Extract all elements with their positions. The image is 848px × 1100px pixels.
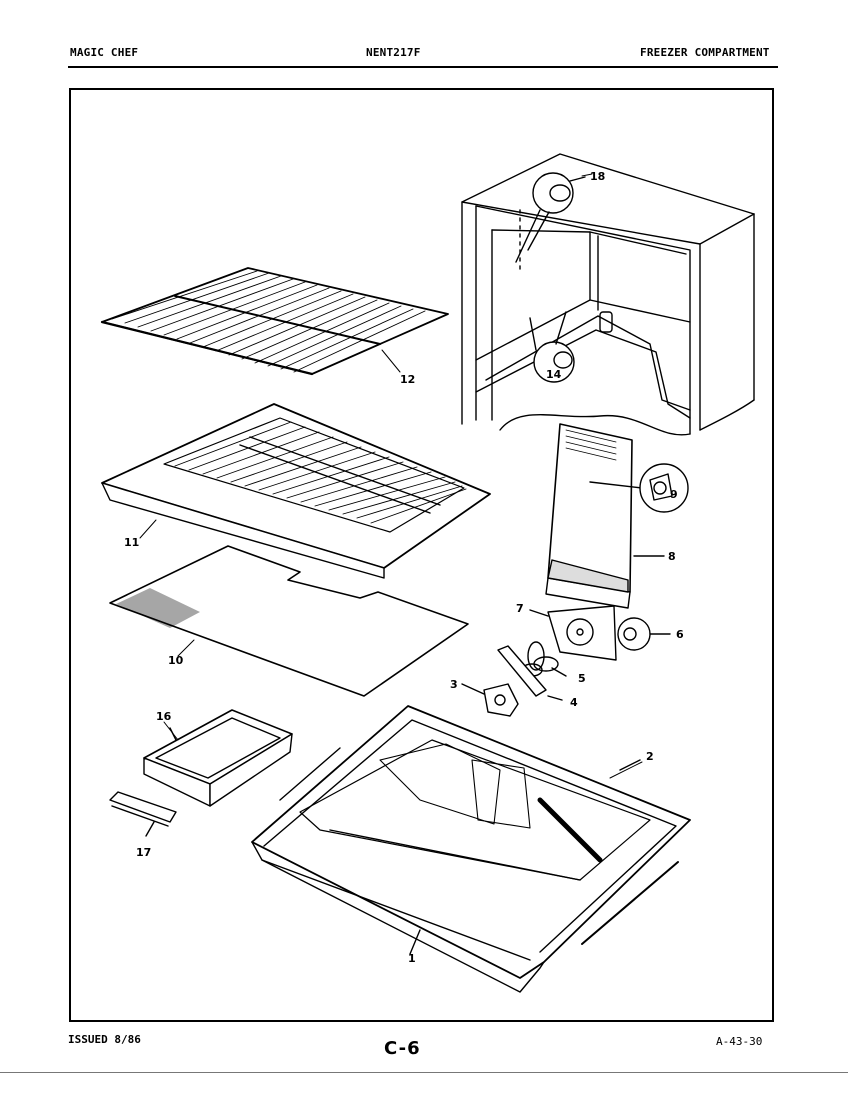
freezer-shelf-part-11 bbox=[101, 403, 491, 579]
callout-9: 9 bbox=[670, 488, 678, 501]
freezer-liner-part-2 bbox=[251, 705, 691, 979]
fan-motor-part-3 bbox=[461, 683, 519, 717]
cabinet-outline bbox=[461, 153, 755, 436]
air-duct-part-8 bbox=[545, 423, 665, 609]
document-code: A-43-30 bbox=[716, 1035, 763, 1048]
callout-10: 10 bbox=[168, 654, 184, 667]
callout-leaders bbox=[139, 173, 643, 779]
callout-2: 2 bbox=[646, 750, 654, 763]
bottom-rule bbox=[0, 1072, 848, 1073]
callout-5: 5 bbox=[578, 672, 586, 685]
callout-11: 11 bbox=[124, 536, 139, 549]
grommet-part-6 bbox=[617, 617, 671, 651]
motor-bracket-part-4 bbox=[497, 645, 563, 701]
diagram-frame bbox=[69, 88, 774, 1022]
callout-6: 6 bbox=[676, 628, 684, 641]
page-number: C-6 bbox=[384, 1038, 421, 1059]
wire-shelf-part-12 bbox=[100, 267, 449, 376]
ice-tray-part-16 bbox=[143, 709, 293, 807]
callout-3: 3 bbox=[450, 678, 458, 691]
section-label: FREEZER COMPARTMENT bbox=[640, 46, 770, 59]
header-rule bbox=[68, 66, 778, 68]
callout-12: 12 bbox=[400, 373, 415, 386]
light-socket-part-14 bbox=[529, 311, 575, 383]
base-pan-part-1 bbox=[251, 841, 545, 993]
callout-17: 17 bbox=[136, 846, 151, 859]
callout-4: 4 bbox=[570, 696, 578, 709]
fan-bracket-part-7 bbox=[529, 605, 617, 661]
brand-label: MAGIC CHEF bbox=[70, 46, 139, 59]
callout-16: 16 bbox=[156, 710, 172, 723]
cover-panel-part-10 bbox=[109, 545, 469, 697]
damper-part-9 bbox=[639, 463, 689, 513]
light-socket-part-18 bbox=[515, 172, 586, 263]
callout-14: 14 bbox=[546, 368, 562, 381]
callout-1: 1 bbox=[408, 952, 416, 965]
callout-18: 18 bbox=[590, 170, 605, 183]
callout-7: 7 bbox=[516, 602, 524, 615]
issued-date: ISSUED 8/86 bbox=[68, 1033, 141, 1046]
tray-slide-part-17 bbox=[109, 791, 177, 837]
callout-8: 8 bbox=[668, 550, 676, 563]
model-label: NENT217F bbox=[366, 46, 421, 59]
